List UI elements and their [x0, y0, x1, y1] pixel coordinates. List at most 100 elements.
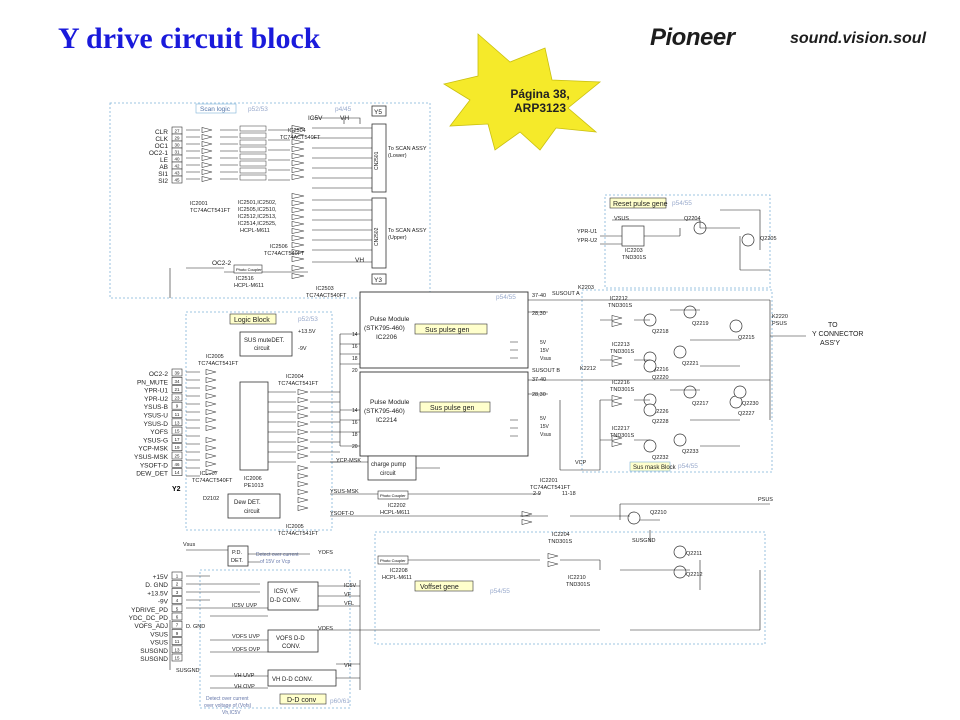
ysoft-d-label: YSOFT-D [330, 511, 354, 517]
ic2217-buffer-0 [611, 435, 623, 441]
reset-pulse-page: p54/55 [672, 200, 692, 207]
ic2504-part: TC74ACT540FT [280, 135, 321, 141]
y2-pin-pin-11: 46 [174, 462, 180, 467]
charge-pump-box [367, 455, 417, 481]
sus-mute-l1: SUS muteDET. [244, 338, 285, 344]
ic2006-part: PE1013 [244, 483, 264, 489]
mod2-pin-pwr-0: 5V [540, 416, 547, 422]
power-pin-pinbox-8 [171, 637, 183, 645]
ic2210-part: TND301S [566, 582, 590, 588]
power-pin-pin-2: 3 [176, 590, 179, 595]
ic2005b-buffer-2 [297, 481, 309, 487]
power-pin-pin-5: 6 [176, 615, 179, 620]
scan-upper-line1: To SCAN ASSY [388, 228, 427, 234]
ic2004-buffer-7 [297, 445, 309, 451]
sus-pulse-1-label: Sus pulse gen [425, 327, 469, 334]
k2220-label: K2220 [772, 314, 788, 320]
ic2202-buffer-0 [521, 511, 533, 517]
ic2506-name: IC2506 [270, 244, 288, 250]
power-pin-pin-10: 15 [174, 656, 180, 661]
scan-logic-page2: p4/45 [335, 106, 352, 113]
q-bot-symbol-2 [643, 403, 657, 417]
pd-det-l1: P.D. [232, 550, 242, 556]
ic2210-buffer-0 [547, 553, 559, 559]
power-pin-label-6: VOFS_ADJ [134, 623, 168, 630]
scan-upper-line2: (Upper) [388, 235, 407, 241]
scan-input-label-3: OC2-1 [149, 150, 169, 157]
scan-input-pin-3: 31 [174, 150, 180, 155]
y2-pin-label-6: YSUS-D [143, 421, 168, 428]
power-pin-label-4: YDRIVE_PD [131, 607, 168, 614]
y2-pin-pinbox-10 [171, 451, 183, 460]
yofs-label: YOFS [318, 550, 333, 556]
q2211-label: Q2211 [686, 551, 702, 557]
y2-pin-label-7: YOFS [150, 429, 168, 436]
photo-coupler-label-3: Photo Coupler [380, 558, 406, 563]
ic2001-name: IC2001 [190, 201, 208, 207]
wiring [169, 117, 806, 690]
ic2501-l3: IC2512,IC2513, [238, 214, 277, 220]
y2-pin-pin-4: 9 [176, 404, 179, 409]
q2212-symbol [673, 565, 687, 579]
photocoupler-3 [239, 146, 267, 153]
dew-det-box [227, 493, 281, 519]
q-top-label-3: Q2216 [652, 367, 669, 373]
sus-mask-label: Sus mask Block [633, 465, 677, 471]
vh-ovp-label: VH OVP [234, 684, 255, 690]
q-bot-label-5: Q2232 [652, 455, 669, 461]
y2-pin-label-2: YPR-U1 [144, 388, 168, 395]
ic2206-l2: (STK795-460) [364, 325, 405, 332]
y5-label: Y5 [374, 109, 382, 116]
power-pin-label-7: VSUS [150, 631, 168, 638]
sus-pulse-2-tag [419, 401, 491, 413]
ic2214-l3: IC2214 [376, 417, 397, 424]
scan-logic-tag [195, 103, 237, 114]
ic2506-buffer-0 [291, 193, 305, 199]
y2-pin-pinbox-6 [171, 418, 183, 427]
ic2004-name: IC2004 [286, 374, 304, 380]
y2-pin-pin-10: 25 [174, 454, 180, 459]
k2212-label: K2212 [580, 366, 596, 372]
to-y-3: ASS'Y [820, 340, 840, 347]
sus-mask-page: p54/55 [678, 463, 698, 470]
callout-line1: Página 38, [510, 87, 569, 101]
ic2005-buffer-5 [205, 409, 217, 415]
to-y-1: TO [828, 322, 838, 329]
ic2201-pins-2: 11-18 [562, 491, 576, 497]
ic2213-buffer-0 [611, 355, 623, 361]
photocoupler-0 [239, 125, 267, 132]
y5-box [371, 105, 387, 117]
photo-coupler-label-2: Photo Coupler [380, 493, 406, 498]
photocoupler-2 [239, 139, 267, 146]
q-top-symbol-5 [643, 359, 657, 373]
power-pin-pinbox-4 [171, 604, 183, 613]
y2-pin-label-10: YSUS-MSK [134, 454, 169, 461]
y2-pin-pin-5: 11 [175, 412, 180, 417]
vofs-dd-l2: CONV. [282, 644, 301, 650]
ic2005b-part: TC74ACT541FT [278, 531, 319, 537]
ic2503-name: IC2503 [316, 286, 334, 292]
power-pin-label-5: YDC_DC_PD [129, 615, 169, 622]
det-bottom-l2: over voltage of (Vofs) [204, 703, 252, 709]
ic5v-label: IC5V [308, 115, 323, 122]
y2-pin-label-1: PN_MUTE [137, 379, 169, 386]
sus-pulse-1-page: p54/55 [496, 294, 516, 301]
ic2204-part: TND301S [548, 539, 572, 545]
y2-pin-pin-12: 14 [174, 470, 180, 475]
ic2004-buffer-5 [297, 429, 309, 435]
vcp-label: VCP [575, 460, 587, 466]
psus2-label: PSUS [758, 497, 773, 503]
ic2501-l2: IC2505,IC2510, [238, 207, 277, 213]
pd-det-box [227, 545, 249, 567]
ic2210-buffer-1 [547, 561, 559, 567]
q2205-label: Q2205 [760, 236, 777, 242]
ic2214-l2: (STK795-460) [364, 408, 405, 415]
ic2001-buffer-0 [201, 127, 213, 133]
q2204-label: Q2204 [684, 216, 701, 222]
ic2005b-buffer-5 [297, 505, 309, 511]
m9-label: -9V [298, 346, 307, 352]
photo-coupler-ic2516 [233, 264, 263, 274]
pulse-module-ic2214 [359, 371, 529, 457]
